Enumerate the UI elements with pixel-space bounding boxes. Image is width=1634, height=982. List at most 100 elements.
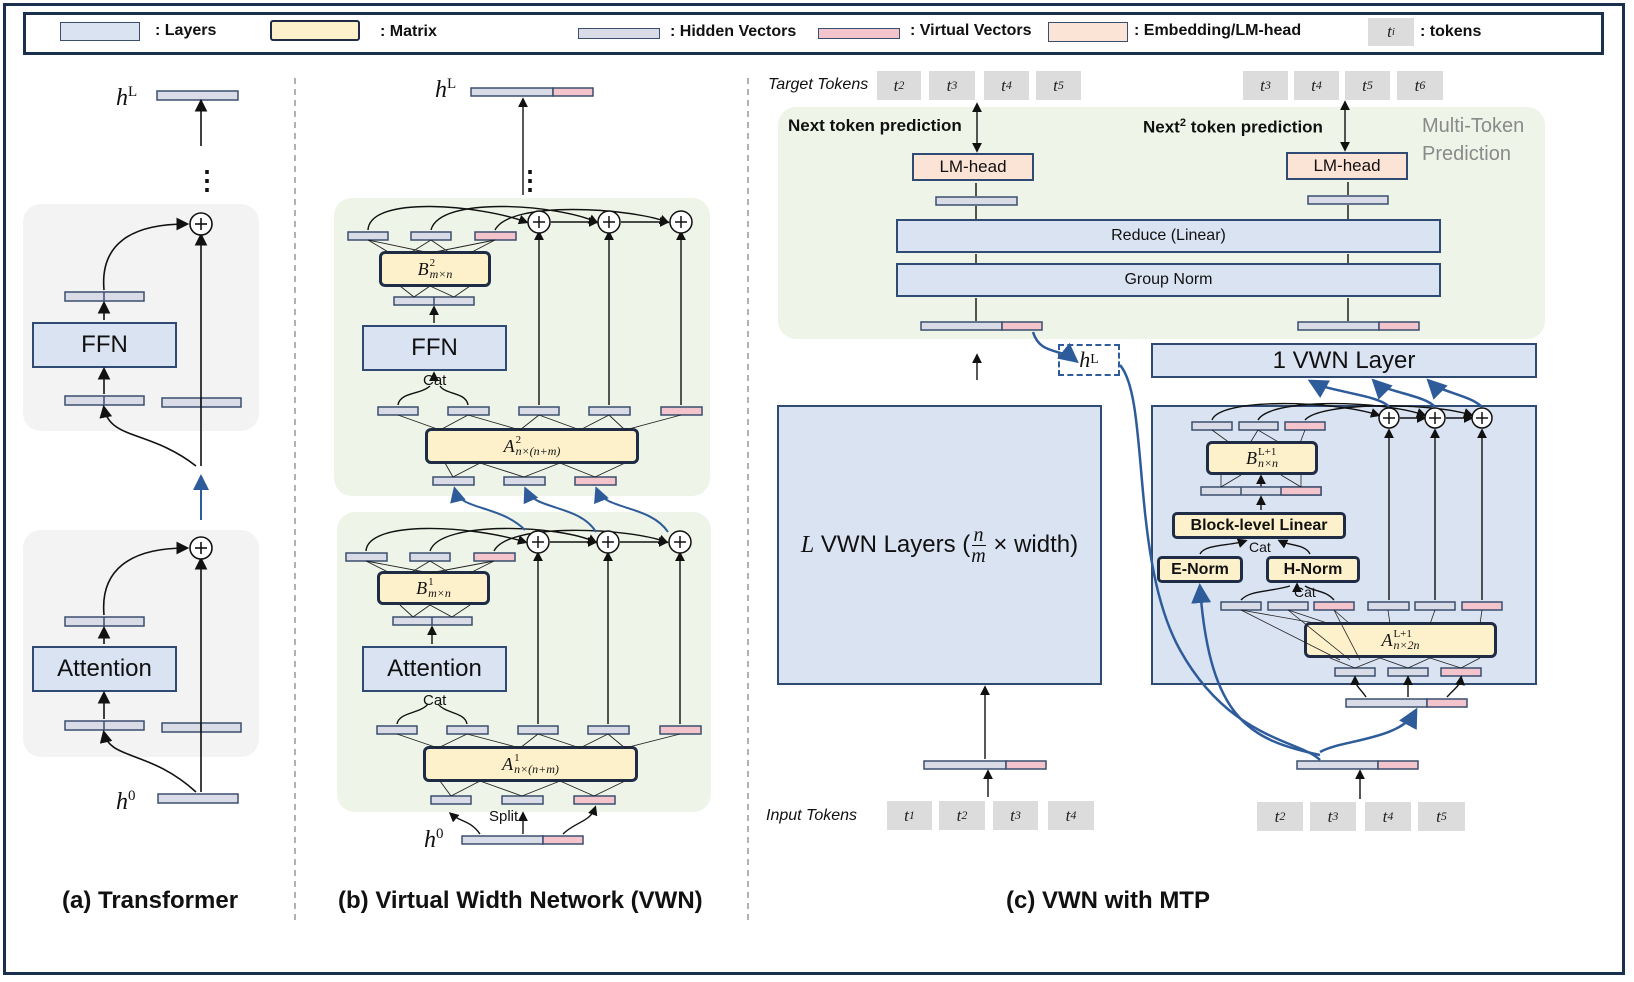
- matrix-aL-sup: L+1: [1393, 627, 1412, 640]
- h-L-sup-a: L: [128, 84, 138, 100]
- caption-c: (c) VWN with MTP: [1006, 887, 1210, 914]
- next2-token-prediction-label: Next2 token prediction: [1143, 117, 1323, 138]
- token-sub: 5: [1440, 809, 1447, 823]
- legend-token-sub: i: [1391, 26, 1395, 38]
- next-token-prediction-label: Next token prediction: [788, 116, 962, 135]
- h-L-sup-b: L: [447, 76, 457, 92]
- token-sub: 4: [1315, 78, 1322, 92]
- next2-b: token prediction: [1185, 117, 1323, 137]
- caption-b: (b) Virtual Width Network (VWN): [338, 887, 703, 914]
- legend-embedding-label: : Embedding/LM-head: [1134, 22, 1302, 39]
- legend-layers-swatch: [60, 22, 140, 41]
- token-sub: 4: [1387, 809, 1394, 823]
- h-L-base-c: h: [1079, 347, 1091, 372]
- ffn-layer-b: FFN: [362, 325, 507, 371]
- l-vwn-tail: × width): [986, 531, 1079, 558]
- matrix-b2-base: B: [417, 258, 429, 279]
- matrix-a2-base: A: [503, 435, 515, 456]
- attention-layer-b: Attention: [362, 646, 507, 692]
- token-sub: 5: [1366, 78, 1373, 92]
- split-label-b: Split: [489, 808, 519, 825]
- block-level-linear: Block-level Linear: [1172, 512, 1346, 539]
- transformer-ffn-block: [23, 204, 259, 431]
- attention-layer-a: Attention: [32, 646, 177, 692]
- l-vwn-m: m: [971, 544, 986, 567]
- h-0-sup-b: 0: [436, 826, 444, 842]
- legend-virtual-label: : Virtual Vectors: [910, 22, 1032, 39]
- transformer-attention-block: [23, 530, 259, 757]
- token-sub: 3: [1264, 78, 1271, 92]
- ffn-layer-a: FFN: [32, 322, 177, 368]
- l-vwn-text: VWN Layers (: [814, 531, 971, 558]
- cat-label-c-upper: Cat: [1249, 539, 1271, 555]
- e-norm: E-Norm: [1157, 556, 1243, 583]
- figure-frame: [3, 3, 1625, 975]
- token-sub: 3: [1014, 808, 1021, 822]
- legend-matrix-label: : Matrix: [380, 23, 437, 40]
- token-sub: 4: [1070, 808, 1077, 822]
- matrix-bL-sup: L+1: [1257, 445, 1277, 458]
- h-0-label-a: h0: [116, 788, 136, 816]
- matrix-a2-sub: n×(n+m): [515, 443, 561, 458]
- matrix-aL-sub: n×2n: [1393, 637, 1420, 652]
- legend-token-symbol: t: [1387, 22, 1392, 41]
- token-sub: 6: [1419, 78, 1426, 92]
- token-sub: 5: [1057, 78, 1064, 92]
- legend-virtual-swatch: [818, 28, 900, 39]
- next2-a: Next: [1143, 117, 1180, 137]
- matrix-a1-sub: n×(n+m): [514, 761, 559, 776]
- matrix-b2-sup: 2: [429, 256, 436, 269]
- token-sub: 3: [1332, 809, 1339, 823]
- target-tokens-label: Target Tokens: [768, 76, 869, 93]
- input-tokens-label: Input Tokens: [766, 807, 858, 824]
- lm-head-right: LM-head: [1286, 152, 1408, 180]
- one-vwn-layer: 1 VWN Layer: [1151, 343, 1537, 378]
- matrix-bL-base: B: [1245, 447, 1257, 468]
- token-sub: 2: [961, 808, 968, 822]
- legend: [23, 12, 1604, 55]
- h-0-base-a: h: [116, 789, 128, 815]
- token-sub: 4: [1005, 78, 1012, 92]
- legend-layers-label: : Layers: [155, 22, 217, 39]
- l-vwn-n: n: [971, 523, 986, 546]
- mtp-label: Multi-Token Prediction: [1422, 115, 1525, 165]
- h-L-base-b: h: [435, 77, 447, 103]
- legend-hidden-swatch: [578, 28, 660, 39]
- legend-hidden-label: : Hidden Vectors: [670, 23, 797, 40]
- matrix-b2-sub: m×n: [429, 266, 453, 281]
- h-0-base-b: h: [424, 827, 436, 853]
- h-norm: H-Norm: [1266, 556, 1360, 583]
- token-sub: 2: [898, 78, 905, 92]
- h-0-label-b: h0: [424, 826, 444, 854]
- h-0-sup-a: 0: [128, 788, 136, 804]
- matrix-aL-base: A: [1381, 629, 1393, 650]
- matrix-b1-base: B: [416, 577, 428, 598]
- legend-tokens-label: : tokens: [1420, 23, 1482, 40]
- h-L-sup-c: L: [1090, 352, 1099, 367]
- ellipsis-a: ⋮: [194, 165, 220, 195]
- matrix-bL-sub: n×n: [1257, 455, 1279, 470]
